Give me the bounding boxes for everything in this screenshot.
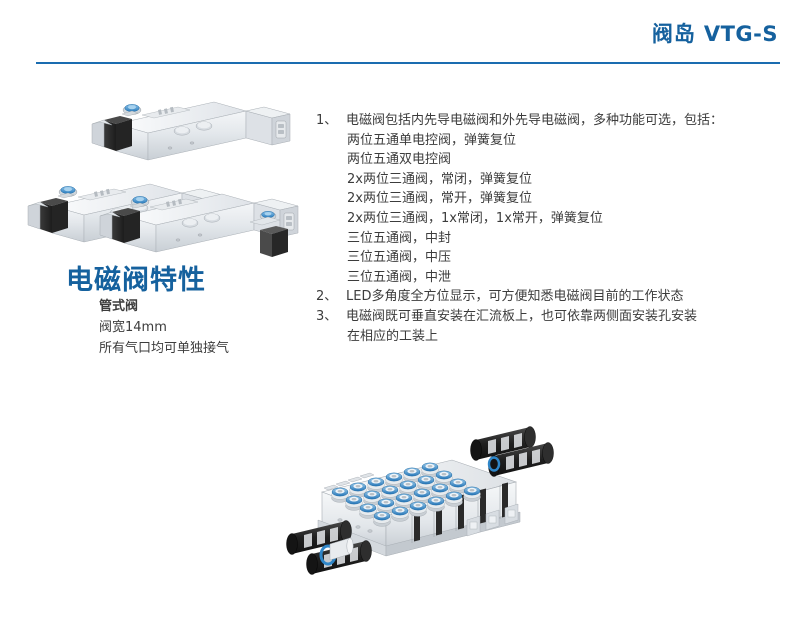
feature-item: 1、2x两位三通阀，常开，弹簧复位 xyxy=(316,189,786,209)
feature-text: 2x两位三通阀，常闭，弹簧复位 xyxy=(347,171,532,187)
pilot-brackets xyxy=(323,472,375,491)
feature-text: 在相应的工装上 xyxy=(347,328,439,344)
feature-text: 2x两位三通阀，1x常闭，1x常开，弹簧复位 xyxy=(347,210,603,226)
feature-text: 电磁阀既可垂直安装在汇流板上，也可依靠两侧面安装孔安装 xyxy=(346,308,698,324)
spec-line-width: 阀宽14mm xyxy=(99,320,167,335)
blue-ring-connector xyxy=(319,537,354,566)
spec-block: 管式阀 阀宽14mm 所有气口均可单独接气 xyxy=(99,296,229,359)
page-title: 阀岛 VTG-S xyxy=(652,18,778,48)
feature-text: 电磁阀包括内先导电磁阀和外先导电磁阀，多种功能可选，包括： xyxy=(346,113,724,128)
feature-item: 1、电磁阀包括内先导电磁阀和外先导电磁阀，多种功能可选，包括： xyxy=(316,111,786,131)
feature-item: 1、两位五通双电控阀 xyxy=(316,150,786,170)
feature-text: 三位五通阀，中压 xyxy=(347,250,452,266)
feature-number: 1、 xyxy=(316,113,338,128)
feature-item: 3、电磁阀既可垂直安装在汇流板上，也可依靠两侧面安装孔安装 xyxy=(316,307,786,327)
page-title-cn: 阀岛 xyxy=(651,22,696,46)
header-divider xyxy=(36,62,780,64)
feature-item: 1、2x两位三通阀，常闭，弹簧复位 xyxy=(316,170,786,190)
feature-text: 两位五通单电控阀，弹簧复位 xyxy=(347,132,517,148)
feature-text: 三位五通阀，中泄 xyxy=(347,269,452,285)
feature-text: LED多角度全方位显示，可方便知悉电磁阀目前的工作状态 xyxy=(346,289,684,305)
valve-unit-right xyxy=(99,193,299,257)
feature-text: 两位五通双电控阀 xyxy=(347,152,452,168)
feature-text: 2x两位三通阀，常开，弹簧复位 xyxy=(347,191,532,207)
feature-item: 1、两位五通单电控阀，弹簧复位 xyxy=(316,131,786,151)
valve-manifold-assembly-photo xyxy=(262,408,562,608)
valve-unit-top xyxy=(91,101,291,161)
feature-number: 2、 xyxy=(316,289,338,305)
feature-item: 1、2x两位三通阀，1x常闭，1x常开，弹簧复位 xyxy=(316,209,786,229)
side-port-blocks xyxy=(466,503,519,537)
blue-ring-connector-right xyxy=(487,456,501,472)
spec-heading: 管式阀 xyxy=(99,299,139,314)
feature-list: 1、电磁阀包括内先导电磁阀和外先导电磁阀，多种功能可选，包括： 1、两位五通单电… xyxy=(316,111,786,346)
feature-item: 2、 LED多角度全方位显示，可方便知悉电磁阀目前的工作状态 xyxy=(316,287,786,307)
feature-heading: 电磁阀特性 xyxy=(66,265,206,296)
feature-item: 1、三位五通阀，中泄 xyxy=(316,268,786,288)
feature-item: 3、在相应的工装上 xyxy=(316,327,786,347)
solenoid-valve-units-photo xyxy=(27,98,308,257)
feature-text: 三位五通阀，中封 xyxy=(347,230,452,246)
spec-line-ports: 所有气口均可单独接气 xyxy=(99,341,230,356)
feature-item: 1、三位五通阀，中压 xyxy=(316,248,786,268)
feature-number: 3、 xyxy=(316,308,338,324)
feature-item: 1、三位五通阀，中封 xyxy=(316,229,786,249)
page-title-model: VTG-S xyxy=(703,22,778,46)
